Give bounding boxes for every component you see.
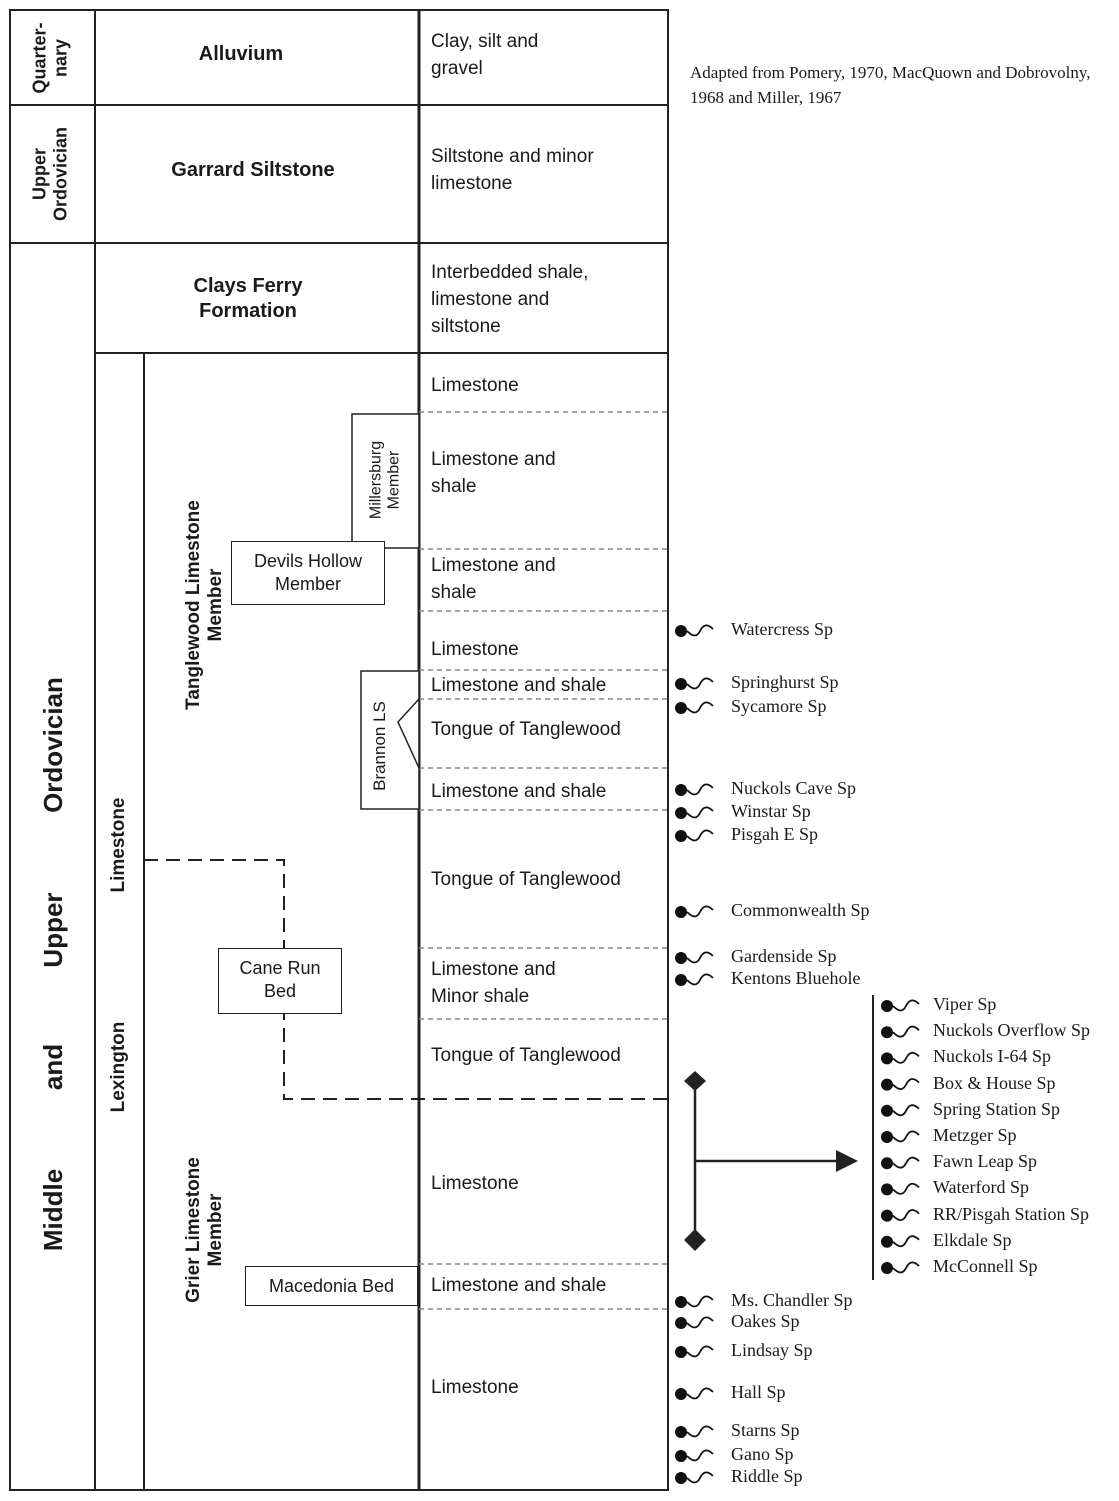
spring-symbols: [675, 624, 920, 1484]
period-word-and: and: [38, 1043, 69, 1091]
period-upper-ordovician: Upper Ordovician: [29, 127, 70, 221]
spring-symbol-icon: [881, 1182, 920, 1196]
clays-ferry-label: Clays Ferry Formation: [193, 275, 303, 322]
spring-symbol-icon: [675, 1449, 714, 1462]
lithology-12: Tongue of Tanglewood: [431, 1045, 621, 1066]
spring-symbol-icon: [881, 999, 920, 1012]
spring-symbol-icon: [881, 1051, 920, 1065]
period-quaternary: Quarter- nary: [29, 22, 70, 93]
spring-name-left: Kentons Bluehole: [731, 968, 861, 988]
spring-symbol-icon: [881, 1130, 920, 1143]
millersburg-box: [351, 413, 420, 549]
spring-name-right: McConnell Sp: [933, 1256, 1038, 1276]
lithology-10: Tongue of Tanglewood: [431, 869, 621, 890]
grier-member-label: Grier Limestone Member: [183, 1157, 226, 1303]
spring-symbol-icon: [675, 951, 714, 964]
tanglewood-member-label: Tanglewood Limestone Member: [183, 500, 226, 710]
cane-run-bed-box: Cane Run Bed: [218, 948, 342, 1014]
lithology-14: Limestone and shale: [431, 1275, 607, 1296]
spring-symbol-icon: [675, 1345, 714, 1358]
spring-name-left: Nuckols Cave Sp: [731, 778, 856, 798]
devils-hollow-box: Devils Hollow Member: [231, 541, 385, 605]
spring-symbol-icon: [675, 1471, 714, 1484]
spring-symbol-icon: [675, 783, 714, 796]
spring-name-left: Ms. Chandler Sp: [731, 1290, 853, 1310]
spring-symbol-icon: [881, 1104, 920, 1117]
spring-symbol-icon: [675, 806, 714, 819]
garrard-siltstone-label: Garrard Siltstone: [171, 159, 335, 181]
spring-name-right: Metzger Sp: [933, 1125, 1017, 1145]
lithology-1: Siltstone and minor limestone: [431, 146, 594, 194]
lithology-11: Limestone and Minor shale: [431, 959, 556, 1007]
arrow-head: [836, 1150, 858, 1172]
period-word-ordovician: Ordovician: [38, 677, 69, 813]
lithology-2: Interbedded shale, limestone and siltsto…: [431, 262, 589, 337]
lithology-15: Limestone: [431, 1377, 519, 1398]
spring-name-right: Nuckols Overflow Sp: [933, 1020, 1090, 1041]
alluvium-label: Alluvium: [198, 43, 284, 65]
brannon-ls-label: Brannon LS: [370, 701, 390, 791]
spring-name-left: Oakes Sp: [731, 1311, 800, 1331]
spring-name-left: Commonwealth Sp: [731, 900, 870, 920]
period-word-middle: Middle: [38, 1168, 69, 1252]
table-frame: [9, 9, 669, 1491]
spring-name-right: Elkdale Sp: [933, 1229, 1012, 1250]
spring-name-left: Springhurst Sp: [731, 672, 839, 692]
lithology-7: Limestone and shale: [431, 675, 607, 696]
brannon-box: [360, 670, 420, 810]
spring-name-left: Watercress Sp: [731, 619, 834, 639]
spring-symbol-icon: [881, 1261, 920, 1274]
tanglewood-grier-boundary: [144, 859, 668, 1100]
spring-name-right: RR/Pisgah Station Sp: [933, 1203, 1090, 1224]
spring-symbol-icon: [881, 1209, 920, 1222]
spring-bracket: [684, 995, 874, 1280]
spring-name-left: Pisgah E Sp: [731, 824, 819, 844]
spring-name-left: Riddle Sp: [731, 1466, 803, 1486]
spring-symbol-icon: [675, 829, 714, 842]
spring-name-right: Fawn Leap Sp: [933, 1151, 1037, 1172]
spring-name-left: Hall Sp: [731, 1382, 786, 1402]
spring-name-left: Sycamore Sp: [731, 696, 827, 716]
spring-name-right: Viper Sp: [933, 994, 997, 1014]
spring-symbol-icon: [881, 1156, 920, 1170]
spring-name-right: Box & House Sp: [933, 1072, 1056, 1093]
spring-name-right: Spring Station Sp: [933, 1098, 1061, 1119]
spring-symbol-icon: [675, 1316, 714, 1329]
spring-name-left: Gardenside Sp: [731, 946, 837, 966]
lithology-6: Limestone: [431, 639, 519, 660]
spring-name-left: Lindsay Sp: [731, 1340, 813, 1360]
period-word-upper: Upper: [38, 892, 69, 968]
spring-symbol-icon: [881, 1025, 920, 1039]
spring-name-right: Waterford Sp: [933, 1177, 1030, 1198]
spring-symbol-icon: [675, 905, 714, 918]
lexington-label: Lexington: [108, 1021, 130, 1113]
lithology-0: Clay, silt and gravel: [431, 31, 539, 79]
spring-symbol-icon: [675, 677, 714, 690]
spring-symbol-icon: [675, 1425, 714, 1438]
spring-symbol-icon: [675, 624, 714, 637]
spring-symbol-icon: [675, 1387, 714, 1400]
spring-symbol-icon: [881, 1235, 920, 1248]
spring-name-left: Gano Sp: [731, 1444, 794, 1464]
lithology-13: Limestone: [431, 1173, 519, 1194]
spring-symbol-icon: [675, 973, 714, 986]
spring-symbol-icon: [675, 701, 714, 714]
spring-name-left: Starns Sp: [731, 1420, 800, 1440]
limestone-formation-label: Limestone: [108, 797, 130, 893]
spring-symbol-icon: [881, 1078, 920, 1091]
spring-name-right: Nuckols I-64 Sp: [933, 1046, 1051, 1067]
quaternary-label: Quarter- nary: [29, 22, 70, 94]
upper-ordovician-label: Upper Ordovician: [29, 126, 70, 222]
macedonia-bed-box: Macedonia Bed: [245, 1266, 418, 1306]
spring-name-left: Winstar Sp: [731, 801, 811, 821]
lithology-4: Limestone and shale: [431, 449, 556, 497]
lithology-5: Limestone and shale: [431, 555, 556, 603]
source-caption: Adapted from Pomery, 1970, MacQuown and …: [690, 63, 1091, 107]
lithology-8: Tongue of Tanglewood: [431, 719, 621, 740]
millersburg-member-label: Millersburg Member: [367, 440, 403, 520]
lithology-3: Limestone: [431, 375, 519, 396]
lithology-9: Limestone and shale: [431, 781, 607, 802]
spring-symbol-icon: [675, 1295, 714, 1308]
